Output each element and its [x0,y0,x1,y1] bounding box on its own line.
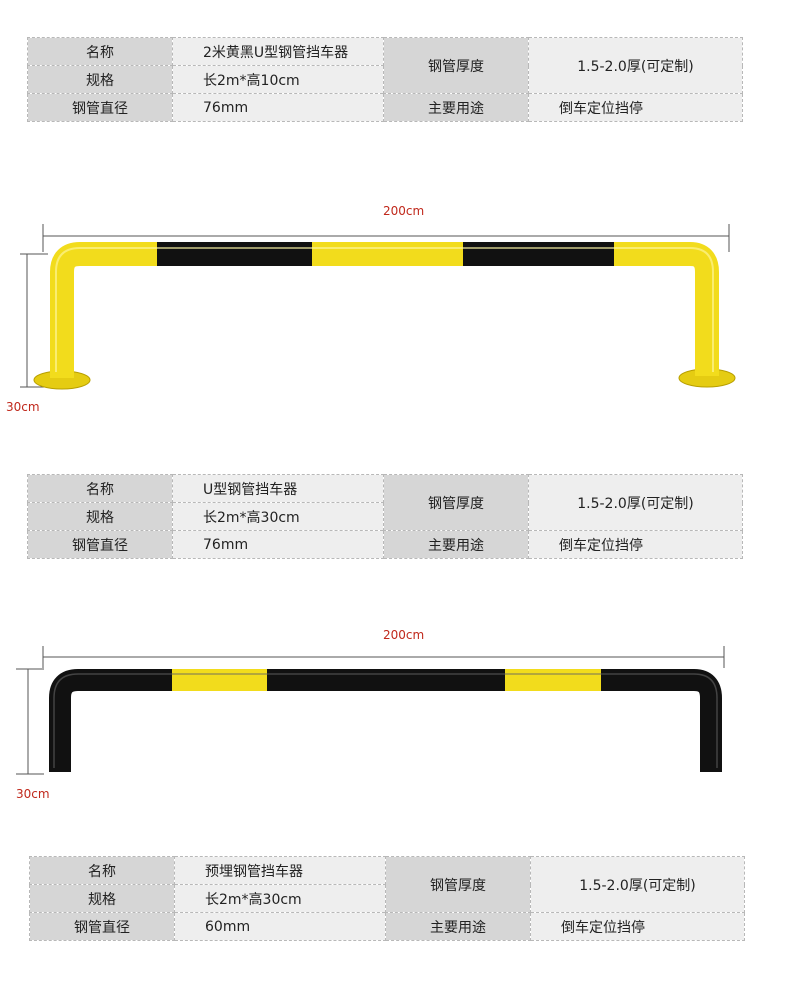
name-label: 名称 [27,37,173,66]
thickness-value: 1.5-2.0厚(可定制) [528,474,743,531]
tube-body [49,669,722,772]
usage-label: 主要用途 [385,912,531,941]
name-value: 预埋钢管挡车器 [174,856,386,885]
spec-table-1: 名称 2米黄黑U型钢管挡车器 钢管厚度 1.5-2.0厚(可定制) 规格 长2m… [27,37,743,122]
spec-value: 长2m*高30cm [174,884,386,913]
diameter-label: 钢管直径 [27,530,173,559]
spec-value: 长2m*高30cm [172,502,384,531]
thickness-value: 1.5-2.0厚(可定制) [528,37,743,94]
diameter-value: 76mm [172,530,384,559]
thickness-value: 1.5-2.0厚(可定制) [530,856,745,913]
spec-value: 长2m*高10cm [172,65,384,94]
name-label: 名称 [27,474,173,503]
name-label: 名称 [29,856,175,885]
usage-value: 倒车定位挡停 [530,912,745,941]
spec-label: 规格 [27,65,173,94]
height-dimension-label: 30cm [6,400,40,414]
thickness-label: 钢管厚度 [385,856,531,913]
usage-label: 主要用途 [383,93,529,122]
height-dimension-label: 30cm [16,787,50,801]
diameter-label: 钢管直径 [29,912,175,941]
diameter-value: 60mm [174,912,386,941]
width-dimension-label: 200cm [383,628,425,642]
u-barrier-yellow-illustration [20,224,736,390]
spec-label: 规格 [27,502,173,531]
width-dimension-label: 200cm [383,204,425,218]
usage-value: 倒车定位挡停 [528,93,743,122]
usage-value: 倒车定位挡停 [528,530,743,559]
name-value: U型钢管挡车器 [172,474,384,503]
thickness-label: 钢管厚度 [383,474,529,531]
diameter-value: 76mm [172,93,384,122]
tube-body [50,242,719,378]
diameter-label: 钢管直径 [27,93,173,122]
dimension-lines [16,646,725,775]
spec-table-3: 名称 预埋钢管挡车器 钢管厚度 1.5-2.0厚(可定制) 规格 长2m*高30… [29,856,745,941]
usage-label: 主要用途 [383,530,529,559]
spec-label: 规格 [29,884,175,913]
spec-table-2: 名称 U型钢管挡车器 钢管厚度 1.5-2.0厚(可定制) 规格 长2m*高30… [27,474,743,559]
